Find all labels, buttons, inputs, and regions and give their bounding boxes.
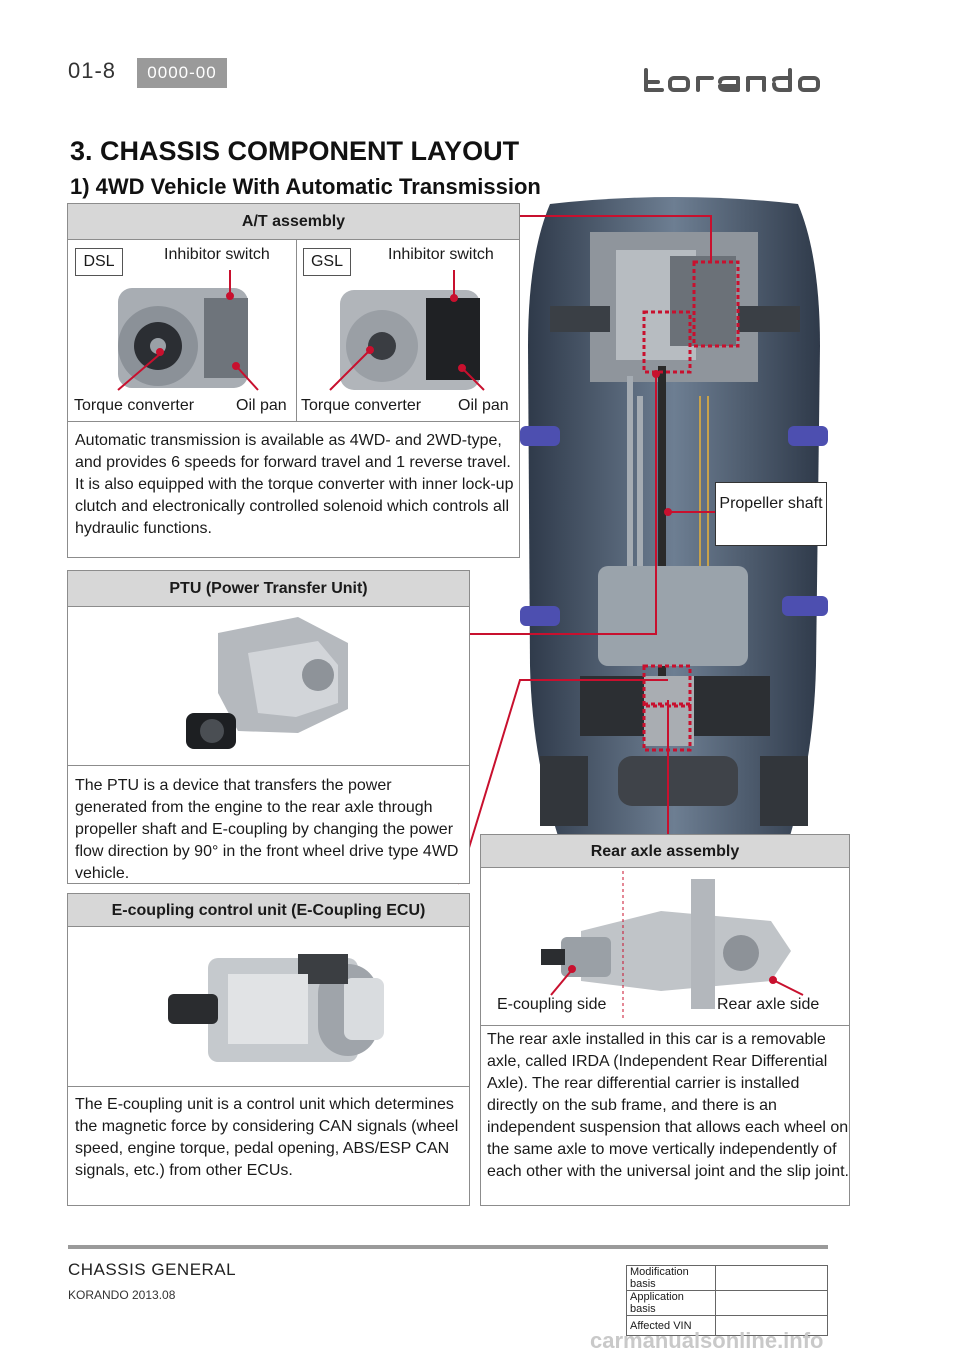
inhibitor-switch-label-dsl: Inhibitor switch bbox=[164, 246, 270, 263]
rear-axle-panel: Rear axle assembly E-coupling side Rear … bbox=[480, 834, 850, 1206]
ecoupling-ecu-description: The E-coupling unit is a control unit wh… bbox=[75, 1096, 459, 1179]
section-code-badge: 0000-00 bbox=[137, 58, 227, 88]
modification-basis-value bbox=[715, 1265, 828, 1291]
footer-rule bbox=[68, 1245, 828, 1249]
ecoupling-side-label: E-coupling side bbox=[497, 996, 607, 1013]
table-row: Application basis bbox=[626, 1290, 828, 1316]
affected-vin-label: Affected VIN bbox=[626, 1315, 716, 1336]
ecoupling-ecu-panel: E-coupling control unit (E-Coupling ECU)… bbox=[67, 893, 470, 1206]
propeller-shaft-callout: Propeller shaft bbox=[715, 482, 827, 546]
ptu-panel: PTU (Power Transfer Unit) The PTU is a d… bbox=[67, 570, 470, 884]
propeller-shaft-label: Propeller shaft bbox=[719, 495, 823, 512]
footer-title: CHASSIS GENERAL bbox=[68, 1260, 237, 1279]
section-title: 3. CHASSIS COMPONENT LAYOUT bbox=[70, 136, 520, 166]
torque-converter-label-gsl: Torque converter bbox=[301, 397, 422, 414]
table-row: Affected VIN bbox=[626, 1315, 828, 1336]
inhibitor-switch-label-gsl: Inhibitor switch bbox=[388, 246, 494, 263]
revision-info-table: Modification basis Application basis Aff… bbox=[626, 1265, 828, 1336]
dsl-tag: DSL bbox=[75, 248, 123, 276]
rear-axle-description: The rear axle installed in this car is a… bbox=[487, 1031, 849, 1180]
at-assembly-description: Automatic transmission is available as 4… bbox=[75, 432, 514, 537]
korando-logo-icon bbox=[644, 68, 820, 92]
subsection-title: 1) 4WD Vehicle With Automatic Transmissi… bbox=[70, 174, 541, 199]
affected-vin-value bbox=[715, 1315, 828, 1336]
ptu-image bbox=[178, 613, 358, 761]
ptu-title: PTU (Power Transfer Unit) bbox=[68, 571, 469, 607]
ecoupling-ecu-title: E-coupling control unit (E-Coupling ECU) bbox=[68, 894, 469, 927]
modification-basis-label: Modification basis bbox=[626, 1265, 716, 1291]
page-number: 01-8 bbox=[68, 58, 117, 83]
watermark: carmanualsonline.info bbox=[590, 1328, 824, 1353]
application-basis-label: Application basis bbox=[626, 1290, 716, 1316]
oil-pan-label-gsl: Oil pan bbox=[458, 397, 509, 414]
korando-logo bbox=[640, 66, 830, 96]
application-basis-value bbox=[715, 1290, 828, 1316]
oil-pan-label-dsl: Oil pan bbox=[236, 397, 287, 414]
gsl-tag: GSL bbox=[303, 248, 351, 276]
at-assembly-title: A/T assembly bbox=[68, 204, 519, 240]
table-row: Modification basis bbox=[626, 1265, 828, 1291]
gsl-transmission-image bbox=[330, 268, 490, 398]
ptu-description: The PTU is a device that transfers the p… bbox=[75, 777, 459, 882]
at-assembly-panel: A/T assembly DSL Inhibitor switch GSL In… bbox=[67, 203, 520, 558]
torque-converter-label-dsl: Torque converter bbox=[74, 397, 195, 414]
rear-axle-title: Rear axle assembly bbox=[481, 835, 849, 868]
ecoupling-image bbox=[158, 934, 398, 1082]
footer-subtitle: KORANDO 2013.08 bbox=[68, 1288, 176, 1302]
vehicle-underbody-photo bbox=[520, 196, 828, 836]
rear-axle-side-label: Rear axle side bbox=[717, 996, 820, 1013]
